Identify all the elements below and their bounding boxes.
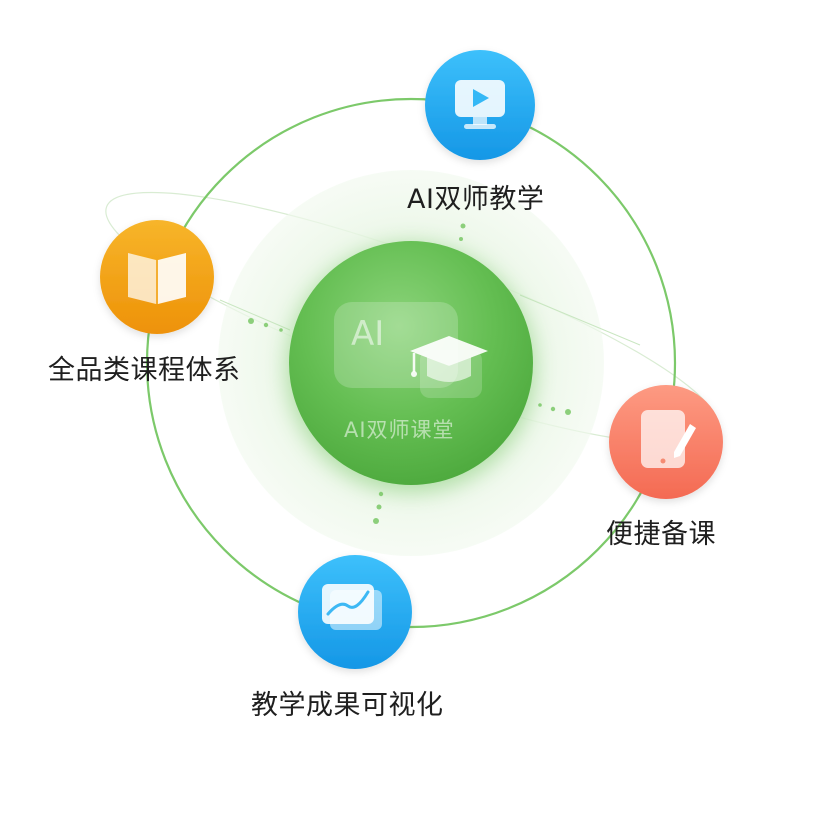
easy-lesson-prep-label: 便捷备课 [606, 519, 716, 550]
orbit-ring [145, 97, 677, 629]
center-circle [289, 241, 533, 485]
tablet-pen-icon [641, 410, 696, 468]
node-easy-lesson-prep[interactable] [609, 385, 723, 499]
node-visual-results[interactable] [298, 555, 412, 669]
video-monitor-icon [455, 80, 505, 129]
node-ai-dual-teacher[interactable] [425, 50, 535, 160]
visual-results-label: 教学成果可视化 [251, 690, 444, 721]
open-book-icon [128, 253, 186, 304]
ai-dual-teacher-label: AI双师教学 [407, 184, 545, 215]
center-badge-text: AI [351, 314, 385, 354]
center-title: AI双师课堂 [344, 418, 455, 442]
connector-lines [219, 294, 641, 346]
connector-dots [248, 223, 571, 524]
line-chart-icon [322, 584, 382, 630]
graduation-cap-icon [410, 336, 488, 382]
full-curriculum-label: 全品类课程体系 [48, 355, 241, 386]
node-full-curriculum[interactable] [100, 220, 214, 334]
